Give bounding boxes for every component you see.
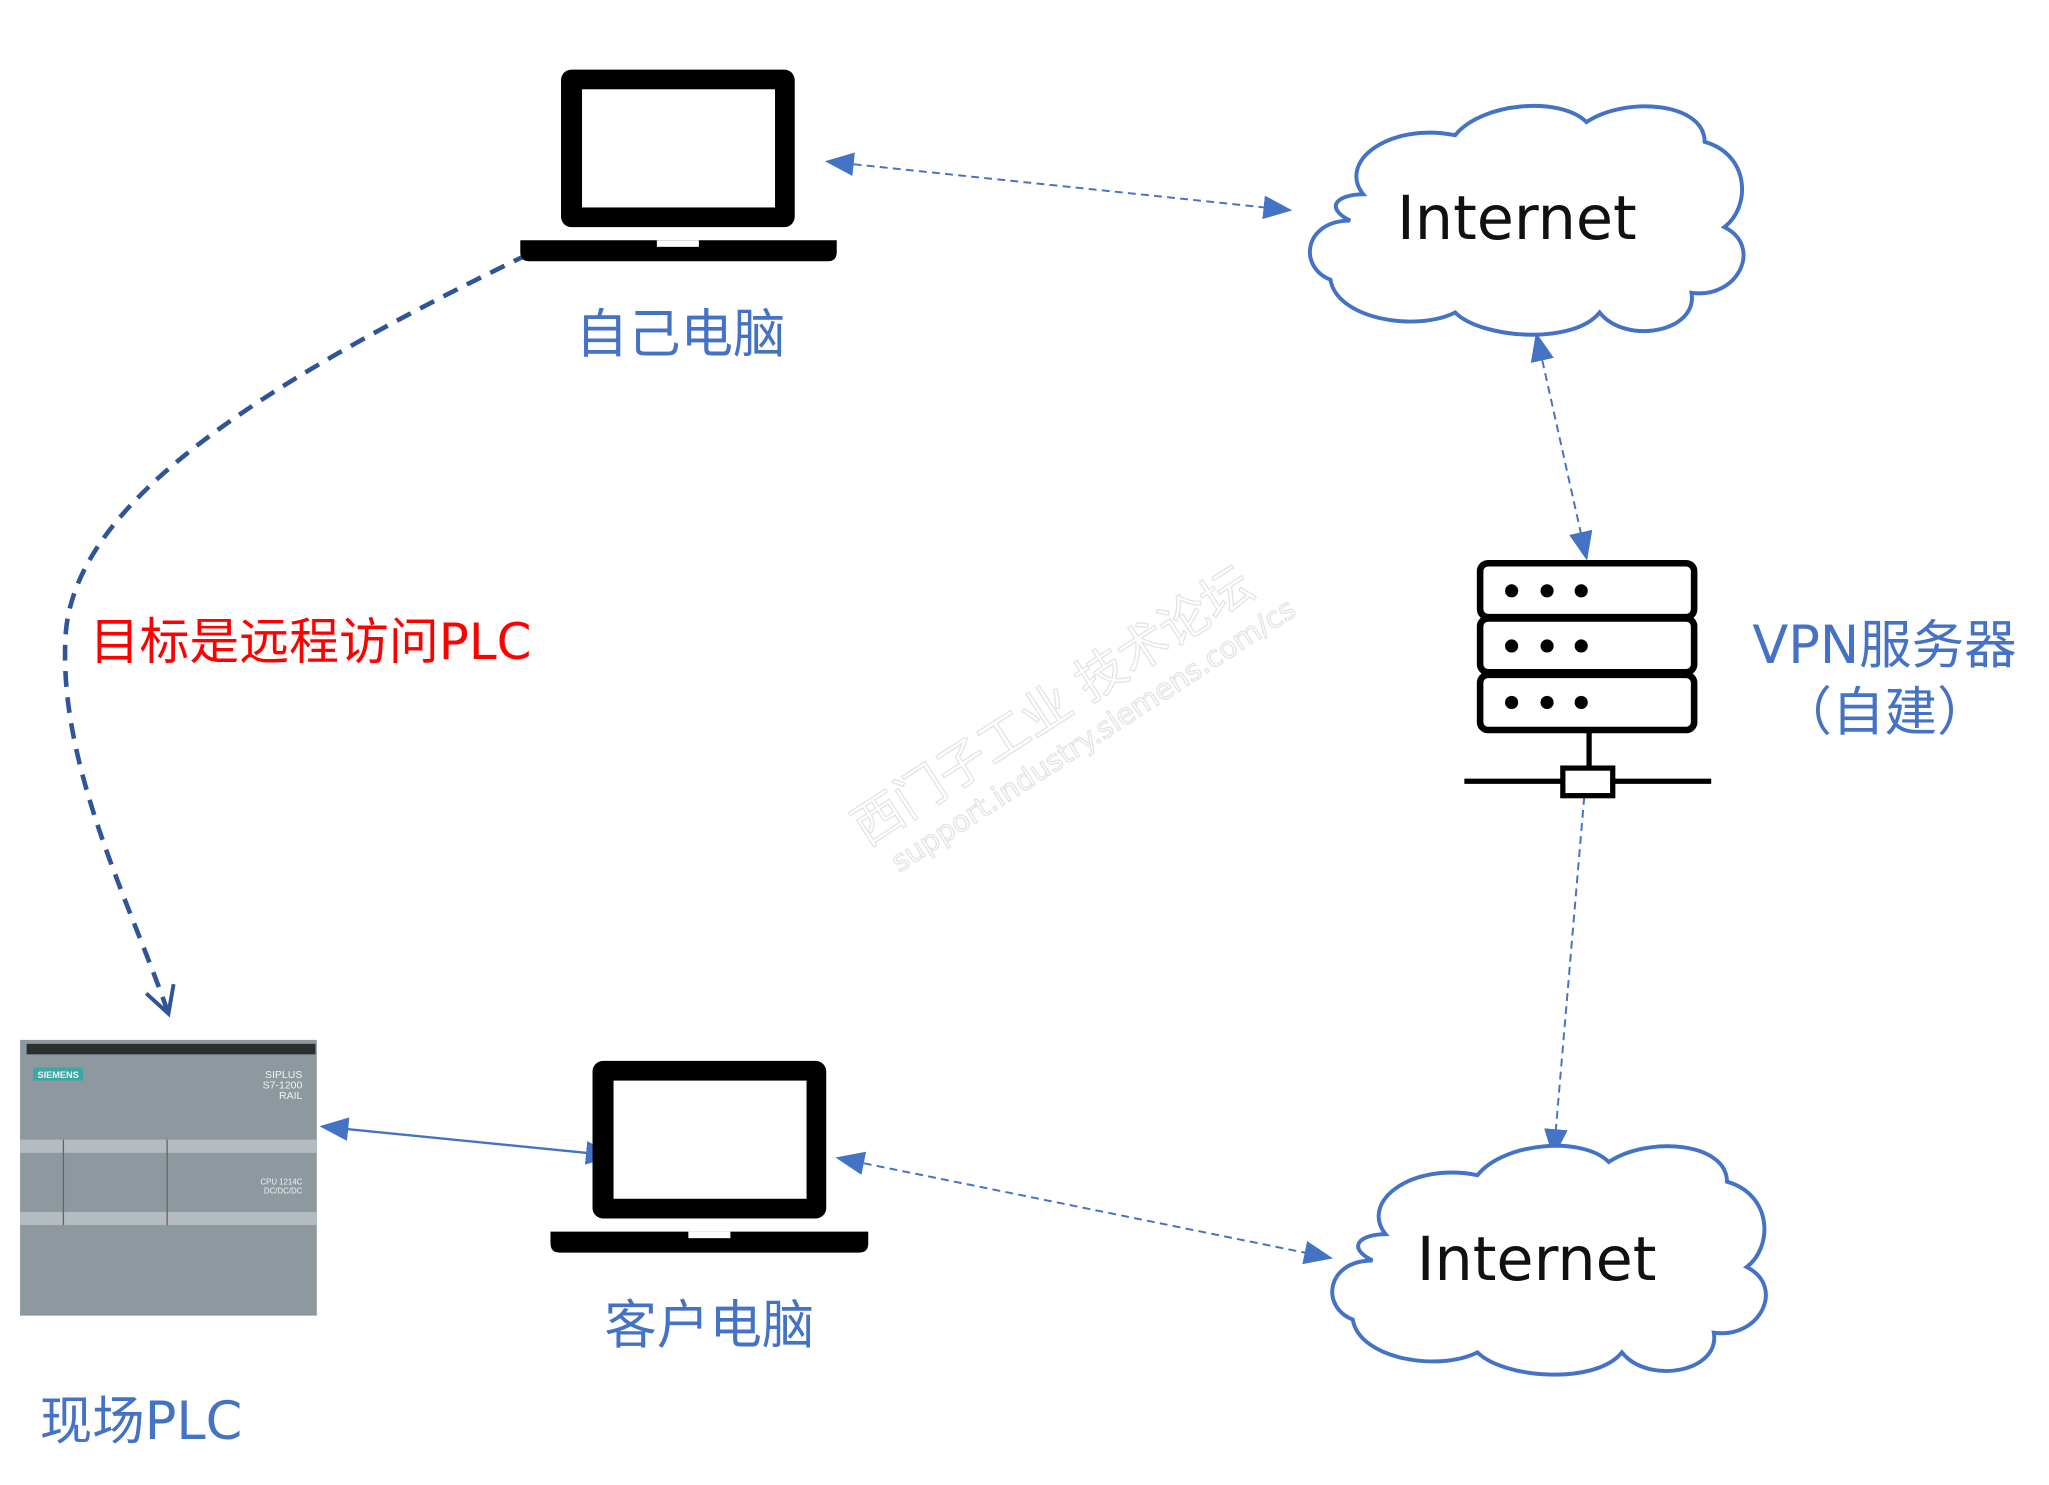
vpn-server-icon: [1464, 559, 1712, 799]
svg-text:support.industry.siemens.com/c: support.industry.siemens.com/cs: [885, 591, 1302, 878]
watermark: 西门子工业 技术论坛 support.industry.siemens.com/…: [841, 555, 1302, 880]
plc-device-image: SIEMENS SIPLUS S7-1200 RAIL CPU 1214C DC…: [20, 1039, 317, 1316]
svg-text:SIEMENS: SIEMENS: [37, 1070, 78, 1080]
own-pc-label: 自己电脑: [575, 304, 785, 365]
svg-text:RAIL: RAIL: [279, 1090, 303, 1102]
customer-pc-laptop-icon: [550, 1060, 869, 1253]
own-pc-laptop-icon: [520, 69, 837, 262]
vpn-server-label: VPN服务器: [1752, 615, 2016, 676]
svg-text:S7-1200: S7-1200: [263, 1079, 303, 1091]
internet-top-label: Internet: [1397, 184, 1637, 254]
svg-text:DC/DC/DC: DC/DC/DC: [264, 1187, 303, 1196]
plc-label: 现场PLC: [40, 1391, 243, 1452]
link-internet-vpn: [1530, 332, 1593, 561]
vpn-server-sublabel: （自建）: [1780, 682, 1990, 743]
svg-text:CPU 1214C: CPU 1214C: [260, 1177, 302, 1186]
internet-bottom-cloud-icon: [1330, 1143, 1768, 1377]
internet-bottom-label: Internet: [1417, 1225, 1657, 1295]
goal-annotation: 目标是远程访问PLC: [90, 613, 532, 671]
link-vpn-internet: [1544, 768, 1597, 1159]
customer-pc-label: 客户电脑: [604, 1295, 814, 1356]
goal-remote-access-curve: [62, 240, 553, 1018]
svg-text:西门子工业 技术论坛: 西门子工业 技术论坛: [842, 555, 1263, 857]
link-customerpc-internet: [835, 1151, 1334, 1265]
link-plc-customerpc: [319, 1117, 615, 1165]
internet-top-cloud-icon: [1307, 104, 1746, 337]
svg-text:SIPLUS: SIPLUS: [265, 1069, 302, 1081]
link-ownpc-internet: [824, 152, 1293, 220]
